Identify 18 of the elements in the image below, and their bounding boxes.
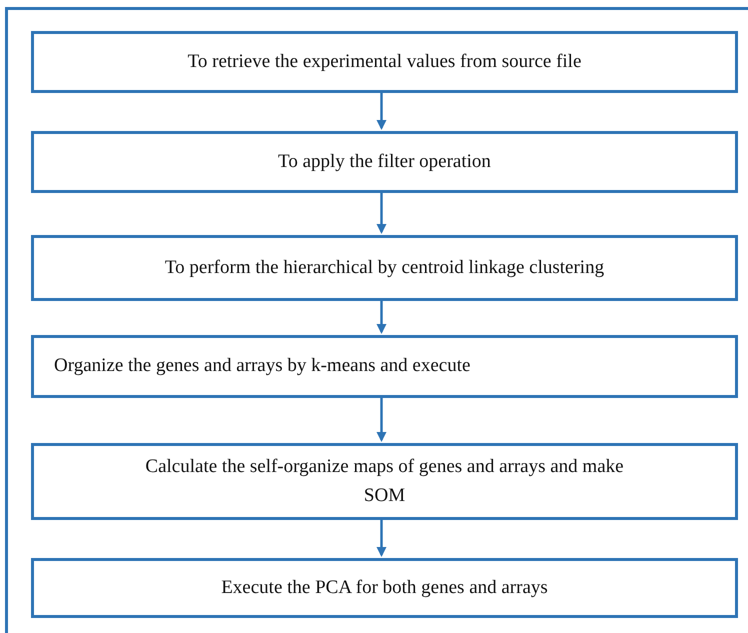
process-box: [31, 235, 738, 301]
arrow: [376, 90, 386, 130]
step-text: Execute the PCA for both genes and arrays: [221, 576, 548, 600]
frame-box: [5, 7, 748, 633]
arrow: [376, 190, 386, 234]
step-text: Organize the genes and arrays by k-means and execute: [54, 354, 470, 378]
process-box: [31, 443, 738, 520]
step-text: To perform the hierarchical by centroid linkage clustering: [164, 256, 604, 280]
arrow: [376, 298, 386, 334]
process-box: [31, 558, 738, 618]
process-box: [31, 131, 738, 193]
arrow: [376, 395, 386, 442]
step-text: Calculate the self-organize maps of genes and arrays and make SOM: [144, 455, 625, 508]
arrow: [376, 517, 386, 557]
process-box: [31, 31, 738, 93]
process-box: [31, 335, 738, 398]
step-text: To retrieve the experimental values from source file: [188, 50, 582, 74]
step-text: To apply the filter operation: [278, 150, 491, 174]
